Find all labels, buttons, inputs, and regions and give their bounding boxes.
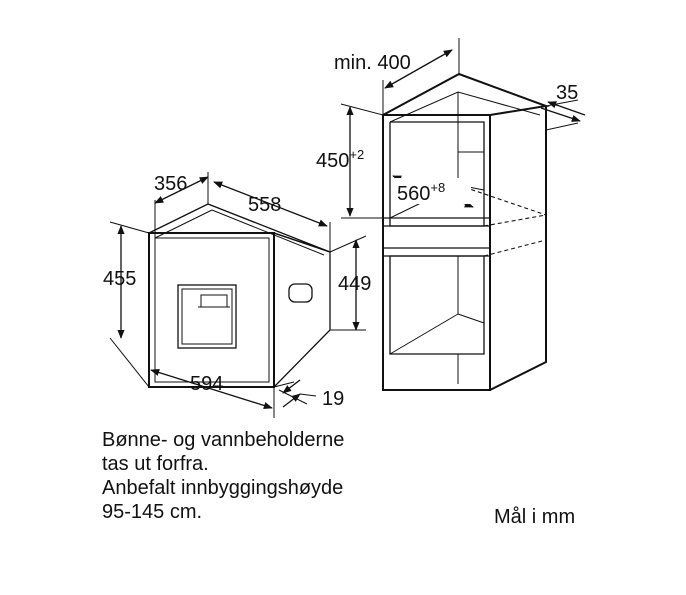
dim-560-tolerance: +8 — [430, 180, 445, 195]
notes-text: Bønne- og vannbeholderne tas ut forfra. … — [102, 428, 344, 524]
cabinet-top — [382, 72, 550, 116]
dim-line-400 — [384, 49, 453, 89]
appliance-front-inner — [154, 237, 270, 383]
appliance-front-outer — [148, 232, 275, 388]
appliance-body-side — [273, 252, 331, 388]
cabinet-front-outer — [382, 114, 491, 391]
note-line-2: tas ut forfra. — [102, 453, 209, 475]
appliance-dimensions: 356 558 455 449 594 19 — [103, 172, 371, 418]
dispenser-opening — [177, 284, 237, 349]
dim-line-356 — [154, 176, 209, 204]
niche-opening — [389, 121, 485, 227]
dim-560: 560+8 — [397, 180, 445, 205]
dim-558: 558 — [248, 194, 281, 216]
dim-line-594 — [150, 368, 273, 410]
dim-455: 455 — [103, 268, 136, 290]
dim-560-value: 560 — [397, 183, 430, 205]
dim-450-value: 450 — [316, 150, 349, 172]
note-line-1: Bønne- og vannbeholderne — [102, 429, 345, 451]
dim-line-35 — [540, 107, 581, 122]
dim-356: 356 — [154, 173, 187, 195]
note-line-4: 95-145 cm. — [102, 501, 203, 523]
lower-compartment — [389, 255, 485, 355]
dim-line-558 — [213, 181, 328, 227]
dim-594: 594 — [190, 373, 223, 395]
dim-450-tolerance: +2 — [349, 147, 364, 162]
dim-19: 19 — [322, 388, 344, 410]
dim-449: 449 — [338, 273, 371, 295]
appliance-drawing — [148, 203, 331, 388]
cabinet-drawing — [382, 72, 550, 391]
dim-450: 450+2 — [316, 147, 364, 172]
dim-35: 35 — [556, 82, 578, 104]
dispenser-spout — [200, 294, 228, 308]
units-note: Mål i mm — [494, 506, 576, 528]
cabinet-dimensions: min. 400 35 450+2 560+8 — [316, 38, 586, 219]
note-line-3: Anbefalt innbyggingshøyde — [102, 477, 344, 499]
niche-dashed-top — [457, 184, 547, 216]
cabinet-side — [489, 106, 547, 391]
dim-min-400: min. 400 — [334, 52, 411, 74]
side-handle — [288, 283, 313, 303]
